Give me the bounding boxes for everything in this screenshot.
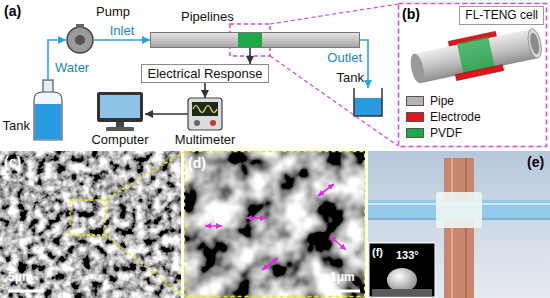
box-text: Electrical Response bbox=[148, 66, 263, 81]
zoom-line bbox=[270, 4, 398, 24]
flow-connector bbox=[249, 48, 251, 64]
legend-text: Pipe bbox=[430, 94, 454, 108]
panel-letter: (c) bbox=[4, 154, 21, 170]
pvdf-segment bbox=[238, 33, 262, 47]
legend-swatch bbox=[406, 128, 424, 138]
water-bottle bbox=[34, 80, 62, 140]
zoom-line bbox=[270, 56, 398, 146]
zoom-frame bbox=[185, 152, 365, 297]
panel-frame bbox=[399, 4, 547, 147]
fl-teng-cell-drawing bbox=[407, 23, 544, 90]
box-text: FL-TENG cell bbox=[465, 8, 538, 23]
panel-letter: (e) bbox=[527, 154, 544, 170]
flow-connector bbox=[145, 113, 188, 115]
flow-connector bbox=[204, 83, 206, 98]
flow-label: Outlet bbox=[325, 50, 364, 65]
zoom-line bbox=[105, 235, 184, 296]
computer-icon bbox=[97, 92, 143, 131]
droplet bbox=[387, 268, 417, 292]
multimeter-node: Multimeter bbox=[188, 98, 222, 130]
angle-label: 133° bbox=[396, 249, 419, 262]
node-label: Computer bbox=[91, 132, 148, 147]
panel-letter: (b) bbox=[402, 6, 420, 22]
legend-text: PVDF bbox=[430, 126, 462, 140]
legend-swatch bbox=[406, 96, 424, 106]
pipeline-bar: Pipelines bbox=[150, 32, 360, 48]
computer-node: Computer bbox=[95, 92, 145, 132]
zoom-line bbox=[105, 152, 184, 200]
flow-connector bbox=[94, 39, 150, 41]
panel-letter: (f) bbox=[372, 246, 383, 259]
flow-label: Water bbox=[53, 60, 91, 75]
scale-bar bbox=[330, 290, 360, 293]
pore-arrows bbox=[205, 184, 346, 270]
tank-node: Tank bbox=[354, 88, 382, 116]
substrate bbox=[372, 289, 432, 296]
node-label: Tank bbox=[337, 70, 364, 85]
zoom-box bbox=[70, 200, 105, 235]
tank-node: Tank bbox=[34, 80, 62, 140]
legend-entry: Pipe bbox=[406, 94, 454, 108]
panel-letter: (d) bbox=[188, 155, 206, 171]
node-label: Tank bbox=[3, 118, 30, 133]
scale-bar bbox=[8, 290, 40, 293]
device-photo bbox=[368, 151, 550, 298]
sem-image bbox=[184, 151, 365, 298]
pvdf-film bbox=[436, 192, 482, 228]
contact-angle-inset bbox=[369, 243, 435, 297]
legend-entry: PVDF bbox=[406, 126, 462, 140]
node-label: Pump bbox=[96, 4, 130, 19]
node-label: Pipelines bbox=[181, 9, 234, 24]
panel-letter: (a) bbox=[4, 3, 21, 19]
legend-text: Electrode bbox=[430, 110, 481, 124]
legend-entry: Electrode bbox=[406, 110, 481, 124]
scale-label: 1μm bbox=[330, 271, 355, 285]
sem-image bbox=[0, 151, 181, 298]
node-label: Multimeter bbox=[175, 132, 236, 147]
scale-label: 5μm bbox=[8, 271, 33, 285]
multimeter-icon bbox=[188, 98, 222, 130]
process-box: Electrical Response bbox=[141, 64, 270, 83]
flow-label: Inlet bbox=[108, 23, 137, 38]
tank-symbol bbox=[354, 88, 382, 116]
legend-swatch bbox=[406, 112, 424, 122]
pump-node: Pump bbox=[66, 26, 94, 54]
pump-symbol bbox=[67, 24, 93, 53]
panel-title-box: FL-TENG cell bbox=[459, 6, 544, 25]
